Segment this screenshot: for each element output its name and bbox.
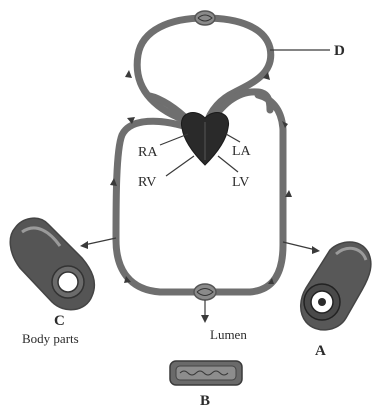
label-d: D	[334, 43, 345, 59]
flow-arrow-1	[125, 70, 132, 78]
specimen-a-vessel	[301, 242, 371, 330]
label-la: LA	[232, 144, 252, 159]
label-a: A	[315, 343, 326, 359]
arrow-to-a-head	[312, 246, 320, 254]
label-ra: RA	[138, 145, 158, 160]
label-b: B	[200, 393, 210, 409]
arrow-to-c	[84, 238, 116, 245]
label-body-parts: Body parts	[22, 331, 79, 346]
specimen-c-vessel	[10, 218, 94, 310]
label-c: C	[54, 313, 65, 329]
specimen-b-capillary	[170, 361, 242, 385]
ra-pointer	[160, 134, 188, 145]
pulmonary-loop	[137, 18, 271, 125]
arrow-to-b-head	[201, 315, 209, 323]
rv-pointer	[166, 156, 194, 176]
arrow-to-a	[283, 242, 316, 250]
arrow-to-c-head	[80, 241, 88, 249]
label-lv: LV	[232, 175, 249, 190]
la-pointer	[226, 134, 240, 142]
label-rv: RV	[138, 175, 156, 190]
label-lumen: Lumen	[210, 327, 247, 342]
